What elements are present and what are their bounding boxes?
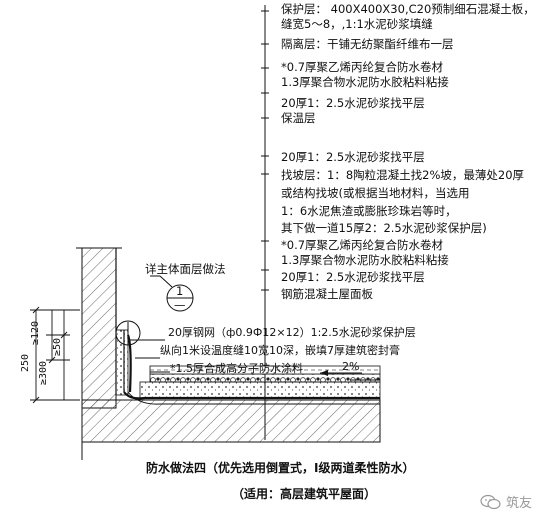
layer-label-12: 其下做一道15厚2：2.5水泥砂浆保护层) <box>281 221 487 235</box>
layer-label-15: 20厚1：2.5水泥砂浆找平层 <box>281 270 425 284</box>
watermark-text: 筑友 <box>505 496 532 511</box>
dim-120: ≥120 <box>30 320 41 345</box>
layer-label-5: 1.3厚聚合物水泥防水胶粘料粘接 <box>281 75 449 89</box>
callout-coating: *1.5厚合成高分子防水涂料 <box>170 362 303 375</box>
layer-label-10: 或结构找坡(或根据当地材料，当选用 <box>281 186 470 200</box>
dim-50: ≥50 <box>52 337 63 356</box>
layer-label-4: *0.7厚聚乙烯丙纶复合防水卷材 <box>281 60 444 74</box>
slope-arrow <box>320 370 362 376</box>
layer-label-8: 20厚1：2.5水泥砂浆找平层 <box>281 150 425 164</box>
watermark: 筑友 <box>480 492 532 511</box>
detail-ref-label: 详主体面层做法 <box>145 262 226 276</box>
layer-label-3: 隔离层：干铺无纺聚酯纤维布一层 <box>281 37 454 51</box>
roof-layers <box>123 365 381 405</box>
wall-concrete <box>81 247 117 409</box>
dim-250: 250 <box>20 353 31 372</box>
layer-label-2: 缝宽5～8，,1:1水泥砂浆填缝 <box>281 17 433 31</box>
layer-label-14: 1.3厚聚合物水泥防水胶粘料粘接 <box>281 253 449 267</box>
callout-expansion-joint: 纵向1米设温度缝10宽10深，嵌填7厚建筑密封膏 <box>160 344 400 357</box>
wechat-icon <box>480 494 501 509</box>
layer-label-9: 找坡层：1：8陶粒混凝土找2%坡，最薄处20厚 <box>281 168 525 182</box>
detail-ref-number: 1 <box>176 284 184 298</box>
slope-label: 2% <box>342 360 360 373</box>
layer-label-6: 20厚1：2.5水泥砂浆找平层 <box>281 96 425 110</box>
dim-300: ≥300 <box>38 360 49 385</box>
detail-title: 防水做法四（优先选用倒置式，I级两道柔性防水） <box>146 461 415 475</box>
layer-label-1: 保护层： 400X400X30,C20预制细石混凝土板， <box>281 2 535 16</box>
layer-label-7: 保温层 <box>281 111 316 125</box>
roof-slab <box>81 399 381 443</box>
callout-leaders <box>130 339 380 381</box>
wall-upturn-layers <box>115 329 129 396</box>
dimension-lines <box>30 306 80 404</box>
detail-ref-bottom: — <box>174 298 186 312</box>
detail-subtitle: （适用：高层建筑平屋面） <box>232 487 377 501</box>
detail-reference <box>150 275 194 312</box>
layer-label-11: 1：6水泥焦渣或膨胀珍珠岩等时， <box>281 204 457 218</box>
callout-steel-mesh: 20厚钢网（ф0.9Ф12×12）1:2.5水泥砂浆保护层 <box>168 326 416 339</box>
layer-label-16: 钢筋混凝土屋面板 <box>281 287 373 301</box>
layer-label-13: *0.7厚聚乙烯丙纶复合防水卷材 <box>281 238 444 252</box>
